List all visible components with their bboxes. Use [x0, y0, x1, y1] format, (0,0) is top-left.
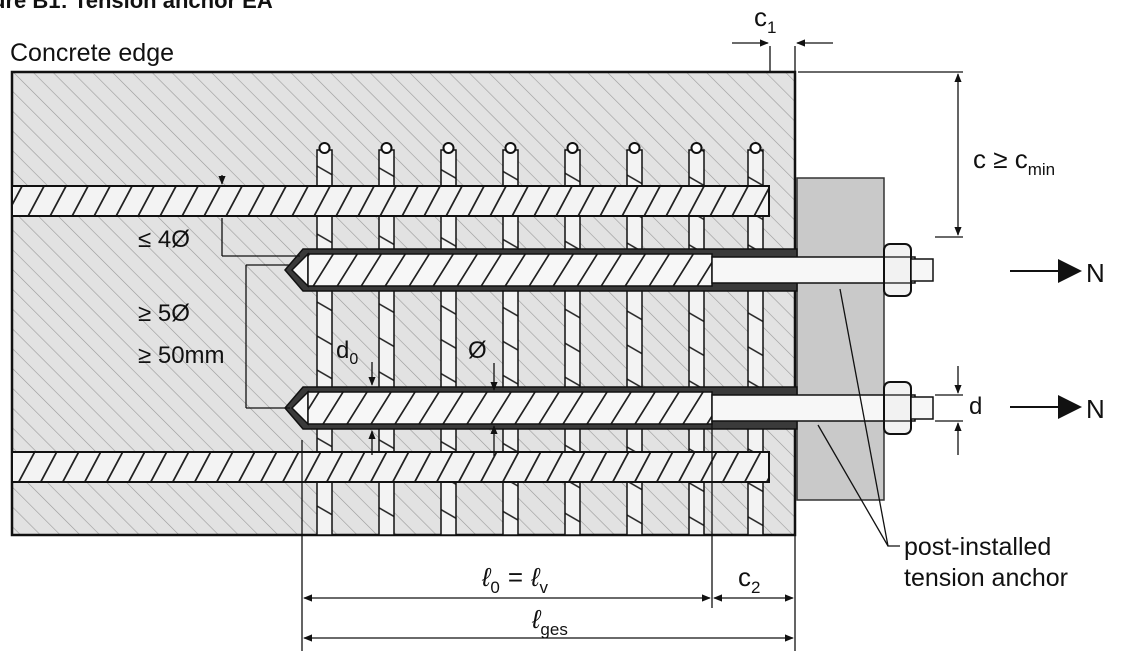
- force-arrows: [1010, 259, 1082, 419]
- top-anchor-nut: [883, 243, 912, 297]
- bottom-anchor: [284, 381, 934, 435]
- stirrup-7: [688, 142, 705, 536]
- label-force-bottom: N: [1086, 394, 1105, 424]
- label-l0-equals-lv: ℓ0=ℓv: [481, 562, 548, 597]
- label-c-min: c ≥ cmin: [973, 144, 1055, 179]
- stirrup-3: [440, 142, 457, 536]
- top-anchor-thread: [307, 253, 713, 287]
- label-spacing-min-2: ≥ 50mm: [138, 342, 225, 369]
- label-l-ges: ℓges: [531, 604, 568, 639]
- bottom-anchor-nut: [883, 381, 912, 435]
- top-rebar: [11, 185, 770, 217]
- vertical-stirrups: [316, 142, 764, 536]
- stirrup-1: [316, 142, 333, 536]
- label-d: d: [969, 393, 982, 420]
- figure-caption: ure B1: Tension anchor EA: [0, 0, 273, 13]
- bottom-anchor-thread: [307, 391, 713, 425]
- bottom-anchor-end: [910, 396, 934, 420]
- stirrup-4: [502, 142, 519, 536]
- label-d0: d0: [336, 337, 358, 368]
- label-spacing-min-1: ≥ 5Ø: [138, 300, 190, 327]
- label-concrete-edge: Concrete edge: [10, 39, 174, 67]
- label-bar-diameter: Ø: [468, 337, 487, 364]
- bottom-rebar: [11, 451, 770, 483]
- top-anchor-end: [910, 258, 934, 282]
- stirrup-2: [378, 142, 395, 536]
- dimension-lines: [218, 39, 963, 651]
- top-anchor-shaft: [711, 256, 916, 284]
- label-c1: c1: [754, 2, 776, 37]
- label-c2: c2: [738, 562, 760, 597]
- stirrup-6: [626, 142, 643, 536]
- top-anchor: [284, 243, 934, 297]
- stirrup-8: [747, 142, 764, 536]
- label-force-top: N: [1086, 258, 1105, 288]
- label-spacing-max: ≤ 4Ø: [138, 226, 190, 253]
- label-anchor-line-1: post-installed: [904, 533, 1051, 561]
- label-anchor-line-2: tension anchor: [904, 564, 1068, 592]
- stirrup-5: [564, 142, 581, 536]
